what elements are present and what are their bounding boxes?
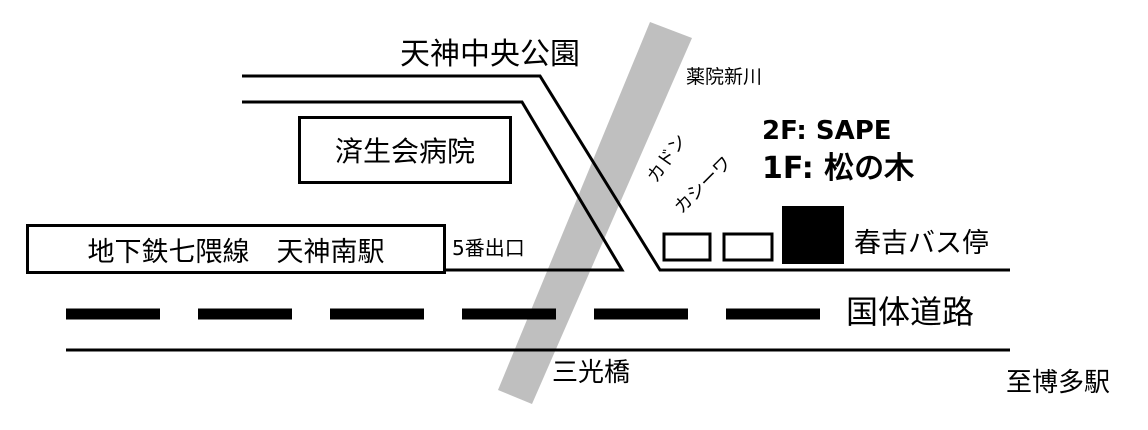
floor1-label: 1F: 松の木 xyxy=(762,151,915,186)
bus-stop-label: 春吉バス停 xyxy=(854,228,989,259)
road-upper xyxy=(242,74,1010,272)
shop-building-1 xyxy=(662,232,712,262)
station-label: 地下鉄七隈線 天神南駅 xyxy=(87,236,385,268)
floor2-label: 2F: SAPE xyxy=(762,116,892,146)
park-label: 天神中央公園 xyxy=(400,37,580,72)
station-box: 地下鉄七隈線 天神南駅 xyxy=(26,224,446,274)
main-road-label: 国体道路 xyxy=(846,293,975,331)
hospital-label: 済生会病院 xyxy=(334,135,475,168)
direction-label: 至博多駅 xyxy=(1006,368,1111,398)
shop-building-2 xyxy=(722,232,774,262)
river-label: 薬院新川 xyxy=(686,66,763,88)
bridge-label: 三光橋 xyxy=(552,358,631,388)
road-lower xyxy=(242,100,625,272)
exit-label: 5番出口 xyxy=(452,236,525,260)
hospital-box: 済生会病院 xyxy=(298,116,512,184)
target-building xyxy=(782,206,844,264)
river-band xyxy=(498,22,692,404)
